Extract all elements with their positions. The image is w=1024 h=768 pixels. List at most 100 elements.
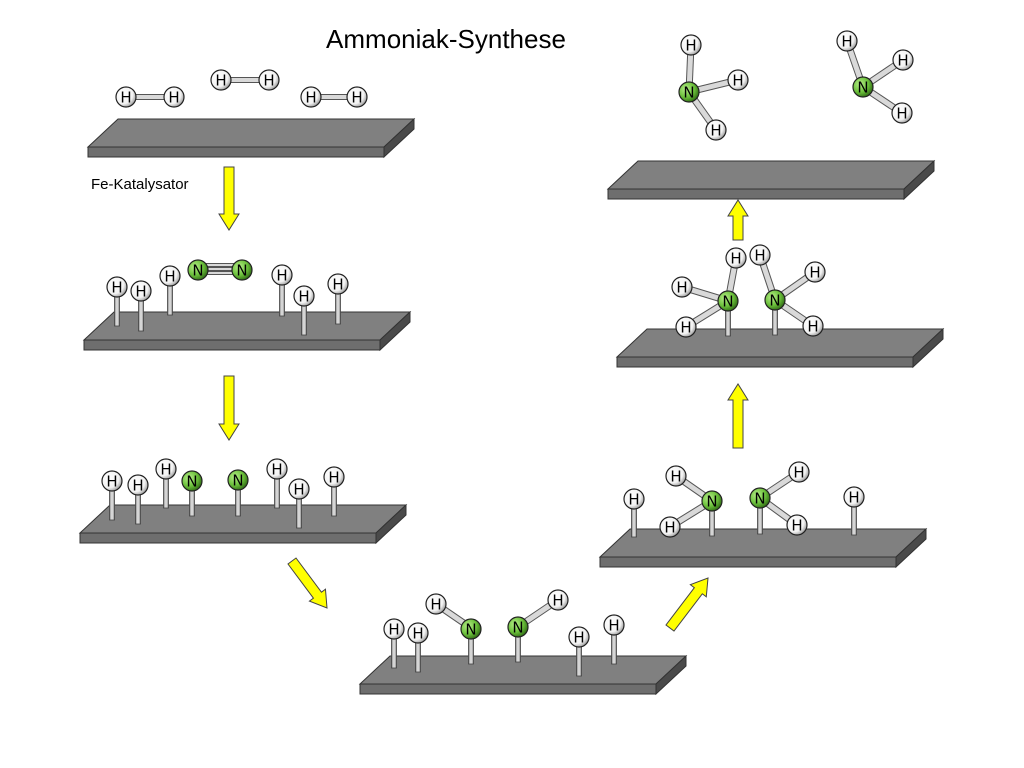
nitrogen-atom: N <box>507 616 529 638</box>
plate-front <box>83 339 381 351</box>
hydrogen-sphere <box>327 273 349 295</box>
catalyst-plate <box>82 310 412 352</box>
reaction-arrows <box>218 166 749 632</box>
surface-bond <box>114 295 120 327</box>
nitrogen-atom: N <box>187 259 209 281</box>
surface-bond <box>391 637 397 669</box>
nitrogen-sphere <box>227 469 249 491</box>
plate-side <box>375 503 407 545</box>
surface-bond <box>576 645 582 677</box>
hydrogen-atom: H <box>836 30 858 52</box>
hydrogen-label: H <box>298 288 309 306</box>
catalyst-plate <box>358 654 688 696</box>
hydrogen-sphere <box>659 516 681 538</box>
plate-top <box>598 528 928 558</box>
surface-bond <box>138 299 144 332</box>
hydrogen-label: H <box>120 89 131 107</box>
hydrogen-sphere <box>749 244 771 266</box>
nitrogen-sphere <box>749 487 771 509</box>
hydrogen-sphere <box>623 488 645 510</box>
hydrogen-atom: H <box>407 622 429 644</box>
hydrogen-sphere <box>675 316 697 338</box>
hydrogen-atom: H <box>288 478 310 500</box>
hydrogen-sphere <box>568 626 590 648</box>
hydrogen-sphere <box>346 86 368 108</box>
hydrogen-label: H <box>896 105 907 123</box>
plate-front <box>359 683 657 695</box>
plate-top <box>606 160 936 190</box>
hydrogen-label: H <box>685 37 696 55</box>
hydrogen-sphere <box>786 514 808 536</box>
hydrogen-sphere <box>891 102 913 124</box>
hydrogen-label: H <box>328 469 339 487</box>
reaction-arrow <box>218 166 240 231</box>
hydrogen-atom: H <box>383 618 405 640</box>
hydrogen-label: H <box>848 489 859 507</box>
nitrogen-sphere <box>231 259 253 281</box>
catalyst-label: Fe-Katalysator <box>91 176 189 193</box>
hydrogen-label: H <box>293 481 304 499</box>
hydrogen-label: H <box>793 464 804 482</box>
nitrogen-sphere <box>764 289 786 311</box>
hydrogen-atom: H <box>725 247 747 269</box>
plate-top <box>615 328 945 358</box>
catalyst-plate <box>615 327 945 369</box>
hydrogen-sphere <box>115 86 137 108</box>
reaction-arrow <box>287 557 328 609</box>
nitrogen-label: N <box>722 293 733 311</box>
hydrogen-sphere <box>425 593 447 615</box>
nitrogen-label: N <box>512 619 523 637</box>
hydrogen-label: H <box>680 319 691 337</box>
nitrogen-label: N <box>192 262 203 280</box>
reaction-arrow <box>218 375 240 441</box>
hydrogen-sphere <box>323 466 345 488</box>
hydrogen-sphere <box>705 119 727 141</box>
hydrogen-atom: H <box>163 86 185 108</box>
surface-bond <box>725 309 731 337</box>
hydrogen-sphere <box>383 618 405 640</box>
hydrogen-sphere <box>288 478 310 500</box>
nitrogen-sphere <box>181 470 203 492</box>
hydrogen-atom: H <box>159 265 181 287</box>
hydrogen-label: H <box>132 477 143 495</box>
hydrogen-label: H <box>215 72 226 90</box>
nitrogen-atom: N <box>749 487 771 509</box>
hydrogen-sphere <box>547 589 569 611</box>
catalyst-plates <box>78 117 945 696</box>
hydrogen-atom: H <box>891 102 913 124</box>
hydrogen-atom: H <box>346 86 368 108</box>
hydrogen-atom: H <box>802 315 824 337</box>
plate-front <box>607 188 905 200</box>
hydrogen-atom: H <box>266 458 288 480</box>
hydrogen-label: H <box>791 517 802 535</box>
hydrogen-atom: H <box>675 316 697 338</box>
nitrogen-sphere <box>460 618 482 640</box>
hydrogen-sphere <box>836 30 858 52</box>
hydrogen-label: H <box>841 33 852 51</box>
hydrogen-atom: H <box>258 69 280 91</box>
hydrogen-sphere <box>407 622 429 644</box>
plate-side <box>383 117 415 159</box>
hydrogen-atom: H <box>293 285 315 307</box>
hydrogen-atom: H <box>749 244 771 266</box>
nitrogen-atom: N <box>701 490 723 512</box>
nitrogen-sphere <box>507 616 529 638</box>
nitrogen-label: N <box>754 490 765 508</box>
hydrogen-sphere <box>210 69 232 91</box>
hydrogen-sphere <box>293 285 315 307</box>
surface-bond <box>109 489 115 521</box>
hydrogen-sphere <box>159 265 181 287</box>
hydrogen-sphere <box>603 614 625 636</box>
hydrogen-sphere <box>804 261 826 283</box>
hydrogen-sphere <box>727 69 749 91</box>
hydrogen-label: H <box>573 629 584 647</box>
hydrogen-label: H <box>807 318 818 336</box>
plate-top <box>78 504 408 534</box>
hydrogen-atom: H <box>659 516 681 538</box>
hydrogen-label: H <box>664 519 675 537</box>
hydrogen-sphere <box>101 470 123 492</box>
surface-bond <box>301 304 307 336</box>
nitrogen-label: N <box>465 621 476 639</box>
hydrogen-atom: H <box>680 34 702 56</box>
